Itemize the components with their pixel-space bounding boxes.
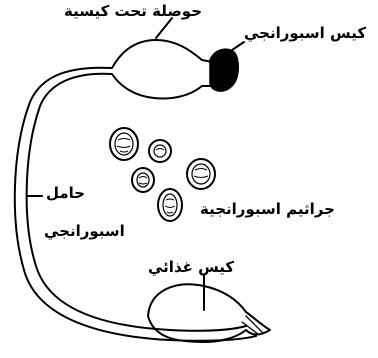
label-subsporangial-vesicle: حوصلة تحت كيسية bbox=[64, 2, 202, 20]
label-sporangiophore-line1: حامل bbox=[46, 184, 85, 202]
leader-sporangium bbox=[232, 42, 244, 50]
label-sporangiospores: جراثيم اسبورانجية bbox=[200, 200, 335, 218]
spore bbox=[149, 140, 171, 162]
spore bbox=[187, 159, 215, 189]
label-sporangiophore-line2: اسبورانجي bbox=[44, 222, 125, 240]
subsporangial-vesicle bbox=[112, 40, 214, 99]
spore bbox=[158, 189, 182, 221]
sporangium bbox=[210, 49, 238, 91]
label-food-sac: كيس غذائي bbox=[148, 258, 234, 276]
label-sporangium: كيس اسبورانجي bbox=[244, 24, 366, 42]
spore bbox=[132, 168, 154, 192]
leader-subsporangial-vesicle bbox=[156, 18, 172, 38]
spore bbox=[110, 128, 138, 160]
food-sac bbox=[148, 284, 270, 342]
